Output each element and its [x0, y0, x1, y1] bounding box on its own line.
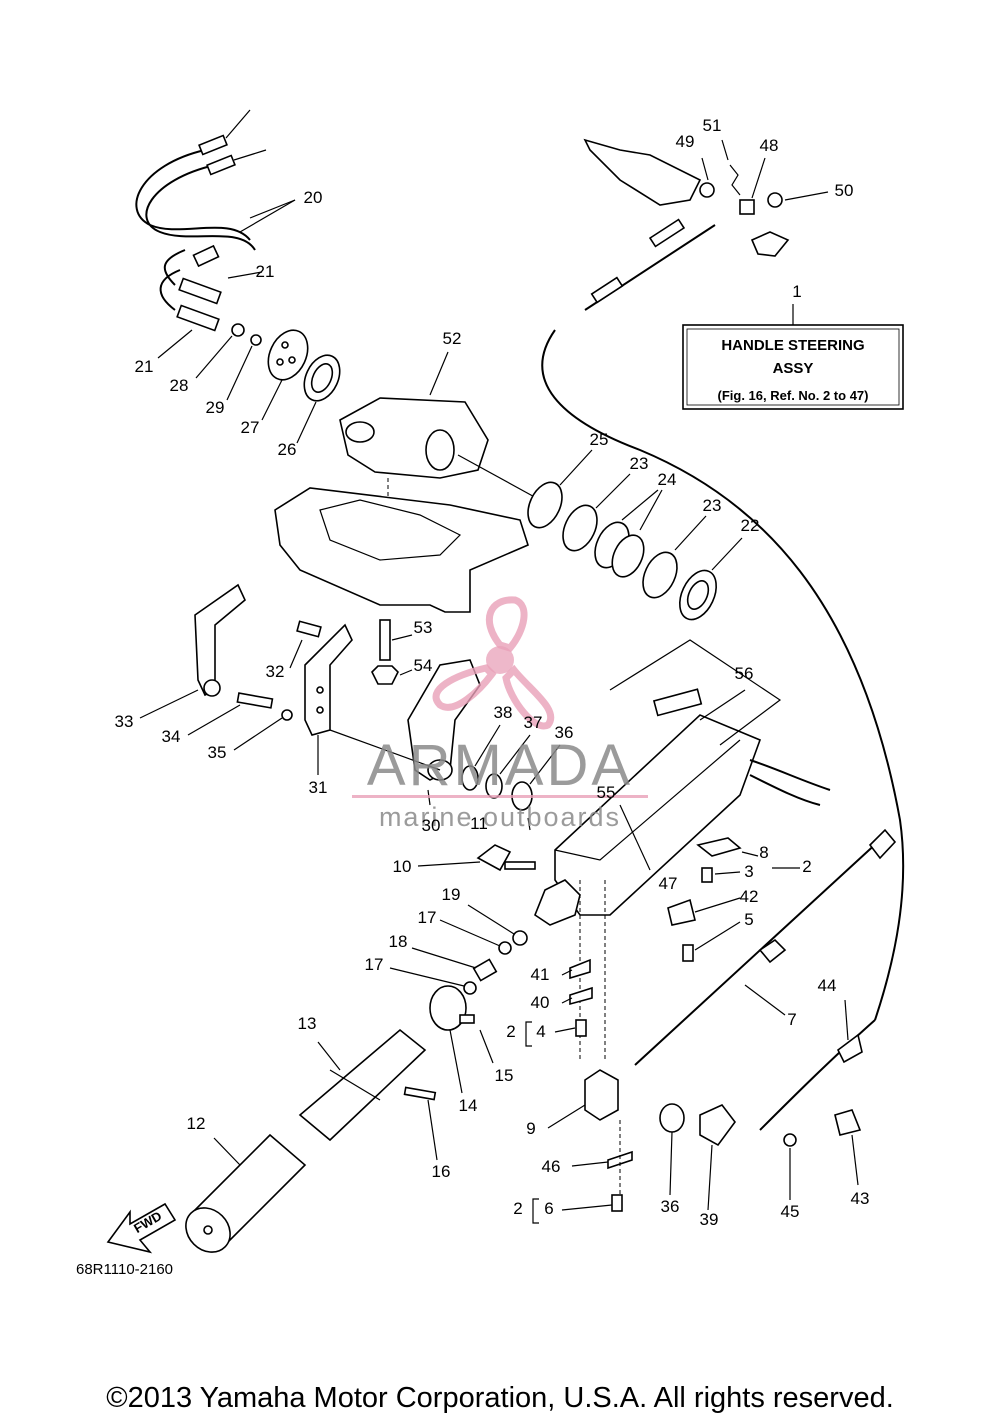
callout-l51: 51: [703, 116, 722, 135]
callout-l2b: 2: [506, 1022, 515, 1041]
lower-hardware: [547, 958, 633, 1212]
callout-l29: 29: [206, 398, 225, 417]
reference-box-line3: (Fig. 16, Ref. No. 2 to 47): [718, 388, 869, 403]
callout-l52: 52: [443, 329, 462, 348]
callout-l2a: 2: [802, 857, 811, 876]
callout-l10: 10: [393, 857, 412, 876]
shift-parts: [634, 828, 897, 1200]
callout-l23a: 23: [630, 454, 649, 473]
diagram-code: 68R1110-2160: [76, 1261, 173, 1278]
callout-l22: 22: [741, 516, 760, 535]
callout-l45: 45: [781, 1202, 800, 1221]
callout-l26: 26: [278, 440, 297, 459]
callout-l38: 38: [494, 703, 513, 722]
callout-l41: 41: [531, 965, 550, 984]
callout-l15: 15: [495, 1066, 514, 1085]
callout-l18: 18: [389, 932, 408, 951]
callout-l9: 9: [526, 1119, 535, 1138]
callout-l40: 40: [531, 993, 550, 1012]
callout-l36b: 36: [661, 1197, 680, 1216]
watermark-tagline: marine outboards: [379, 802, 621, 832]
callout-l30: 30: [422, 816, 441, 835]
callout-l37: 37: [524, 713, 543, 732]
callout-l21a: 21: [256, 262, 275, 281]
throttle-friction-parts: [389, 844, 536, 995]
lower-fittings: [659, 1103, 737, 1211]
washers-22-25: [527, 449, 743, 621]
throttle-cables: [135, 109, 296, 359]
fwd-arrow-group: [106, 1202, 177, 1254]
callout-l13: 13: [298, 1014, 317, 1033]
callout-l7: 7: [787, 1010, 796, 1029]
callout-l3: 3: [744, 862, 753, 881]
callout-l6: 6: [544, 1199, 553, 1218]
throttle-grip: [185, 985, 494, 1253]
callout-l19: 19: [442, 885, 461, 904]
callout-l39: 39: [700, 1210, 719, 1229]
group-brackets: [525, 1021, 539, 1224]
callout-l42: 42: [740, 887, 759, 906]
callout-l53: 53: [414, 618, 433, 637]
callout-l17a: 17: [418, 908, 437, 927]
callout-l5: 5: [744, 910, 753, 929]
callout-l27: 27: [241, 418, 260, 437]
reference-box-line1: HANDLE STEERING: [721, 337, 864, 354]
watermark-logo-icon: [432, 596, 555, 730]
cable-fittings: [195, 323, 341, 444]
callout-l54: 54: [414, 656, 433, 675]
callout-l55: 55: [597, 783, 616, 802]
watermark: ARMADA marine outboards: [352, 596, 648, 832]
stud-and-nut: [371, 619, 413, 685]
copyright-notice: ©2013 Yamaha Motor Corporation, U.S.A. A…: [106, 1382, 894, 1414]
callout-l11: 11: [470, 814, 488, 833]
steering-housing-52: [339, 351, 541, 590]
reference-box-line2: ASSY: [773, 360, 814, 377]
callout-l44: 44: [818, 976, 837, 995]
callout-l28: 28: [170, 376, 189, 395]
callout-l32: 32: [266, 662, 285, 681]
bracket-links: [139, 583, 441, 775]
tiller-body: [527, 639, 831, 1060]
callout-l4: 4: [536, 1022, 545, 1041]
callout-l25: 25: [590, 430, 609, 449]
callout-l24: 24: [658, 470, 677, 489]
callout-l31: 31: [309, 778, 328, 797]
callout-l34: 34: [162, 727, 181, 746]
reference-box: HANDLE STEERING ASSY (Fig. 16, Ref. No. …: [682, 324, 904, 410]
parts-drawing: [106, 109, 905, 1254]
mounting-bracket: [274, 487, 529, 613]
callout-l2c: 2: [513, 1199, 522, 1218]
callout-l21b: 21: [135, 357, 154, 376]
callout-l47: 47: [659, 874, 678, 893]
callout-l50: 50: [835, 181, 854, 200]
callout-l12: 12: [187, 1114, 206, 1133]
callout-l43: 43: [851, 1189, 870, 1208]
top-right-assembly: [541, 138, 905, 1021]
callout-l20: 20: [304, 188, 323, 207]
callout-l1: 1: [792, 282, 801, 301]
callout-l33: 33: [115, 712, 134, 731]
callout-l17b: 17: [365, 955, 384, 974]
callout-l14: 14: [459, 1096, 478, 1115]
callout-l8: 8: [759, 843, 768, 862]
callout-l36a: 36: [555, 723, 574, 742]
callout-l23b: 23: [703, 496, 722, 515]
callout-l16: 16: [432, 1162, 451, 1181]
callout-l48: 48: [760, 136, 779, 155]
callout-l56: 56: [735, 664, 754, 683]
callout-l35: 35: [208, 743, 227, 762]
callout-l46: 46: [542, 1157, 561, 1176]
watermark-brand: ARMADA: [367, 733, 633, 798]
callout-l49: 49: [676, 132, 695, 151]
